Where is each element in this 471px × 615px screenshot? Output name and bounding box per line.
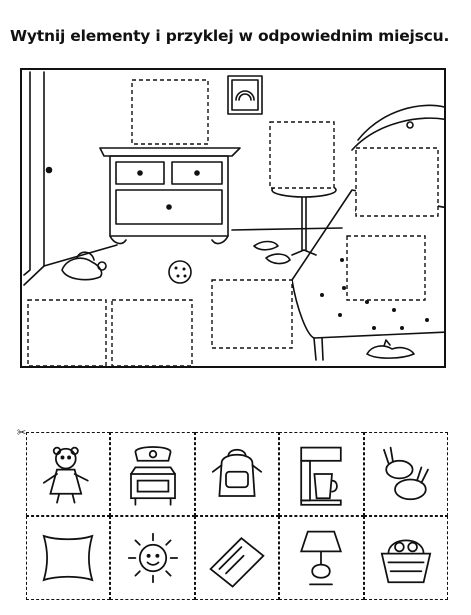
cutout-cell[interactable] (194, 432, 280, 516)
sun-icon (127, 532, 178, 584)
pillow-icon (42, 534, 94, 582)
basket-icon (380, 539, 432, 584)
cutout-cell[interactable] (279, 432, 364, 516)
cutout-cell[interactable] (363, 432, 448, 516)
bunnies-icon (382, 446, 429, 501)
cutout-cell[interactable] (279, 516, 364, 600)
book-icon (209, 537, 265, 588)
doll-icon (43, 446, 89, 504)
cutout-grid (26, 432, 448, 600)
cutout-cell[interactable] (194, 516, 280, 600)
cutout-cell[interactable] (110, 516, 195, 600)
backpack-icon (211, 448, 263, 497)
room-scene (20, 68, 446, 368)
scissors-icon: ✂ (17, 426, 27, 439)
coffee-maker-icon (300, 446, 343, 506)
cutout-cell[interactable] (110, 432, 195, 516)
nightstand-with-phone-icon (129, 446, 176, 506)
cutout-cell[interactable] (363, 516, 448, 600)
room-illustration (23, 71, 444, 366)
cutout-cell[interactable] (26, 432, 111, 516)
table-lamp-icon (300, 530, 343, 586)
cutout-cell[interactable] (26, 516, 111, 600)
worksheet-instruction: Wytnij elementy i przyklej w odpowiednim… (10, 27, 450, 45)
